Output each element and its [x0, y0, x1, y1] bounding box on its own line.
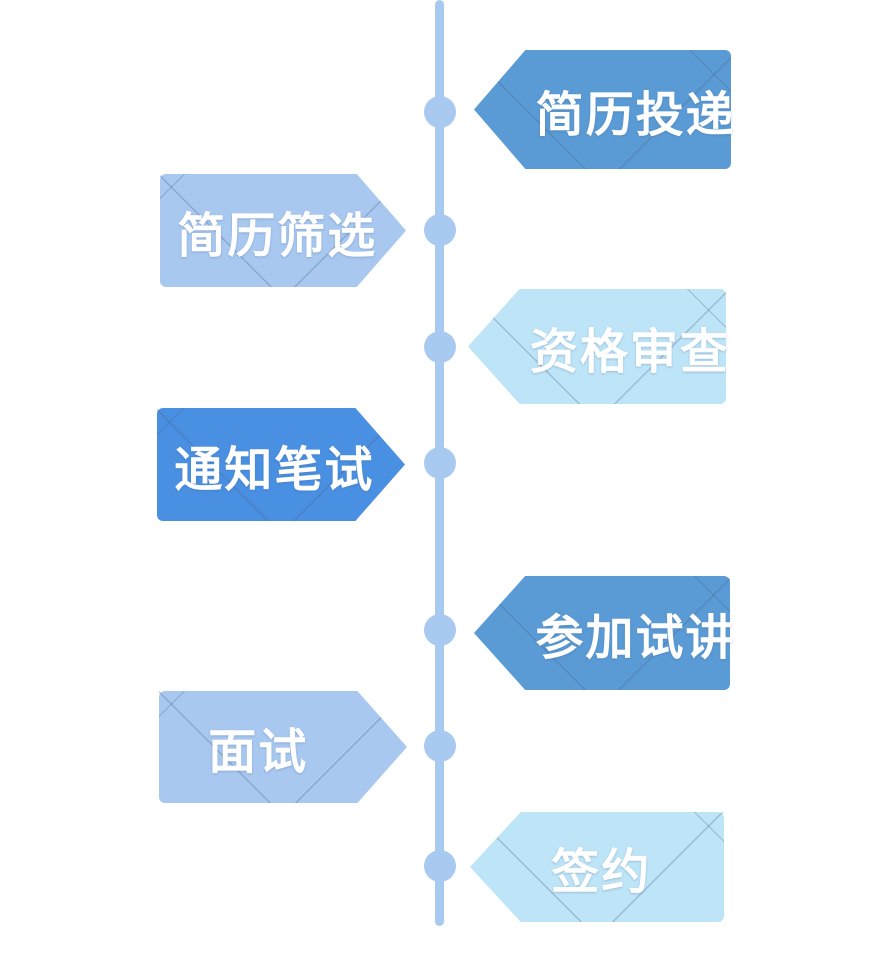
timeline-dot-2[interactable] [424, 214, 456, 246]
step-5-texture [474, 576, 730, 690]
step-4-label: 通知笔试 [174, 443, 375, 497]
step-1-label: 简历投递 [535, 88, 736, 142]
step-4-texture [157, 408, 405, 521]
timeline-dot-7[interactable] [424, 850, 456, 882]
timeline-step-5[interactable]: 参加试讲 [474, 576, 733, 690]
step-1-texture [474, 50, 731, 169]
step-3-label: 资格审查 [529, 325, 730, 379]
timeline-step-3[interactable]: 资格审查 [468, 289, 728, 404]
step-6-label: 面试 [208, 726, 309, 779]
step-6-shape [159, 691, 407, 803]
step-5-label: 参加试讲 [535, 612, 736, 665]
step-7-shape [470, 812, 724, 922]
timeline-step-7[interactable]: 签约 [470, 812, 724, 922]
step-1-shape [474, 50, 731, 169]
step-7-label: 签约 [551, 846, 652, 899]
step-4-shape [157, 408, 405, 521]
timeline-step-6[interactable]: 面试 [159, 691, 407, 803]
timeline-dot-6[interactable] [424, 730, 456, 762]
step-5-shape [474, 576, 730, 690]
timeline-dot-1[interactable] [424, 96, 456, 128]
step-2-shape [160, 174, 406, 287]
timeline-step-2[interactable]: 简历筛选 [160, 174, 406, 287]
step-2-label: 简历筛选 [177, 209, 378, 263]
step-2-texture [160, 174, 406, 287]
step-3-shape [468, 289, 726, 404]
timeline-dot-5[interactable] [424, 614, 456, 646]
step-6-texture [159, 691, 407, 803]
timeline-dot-4[interactable] [424, 447, 456, 479]
timeline-step-4[interactable]: 通知笔试 [157, 408, 405, 521]
timeline-dot-3[interactable] [424, 331, 456, 363]
step-7-texture [470, 812, 724, 922]
step-3-texture [468, 289, 726, 404]
timeline-step-1[interactable]: 简历投递 [474, 50, 734, 169]
